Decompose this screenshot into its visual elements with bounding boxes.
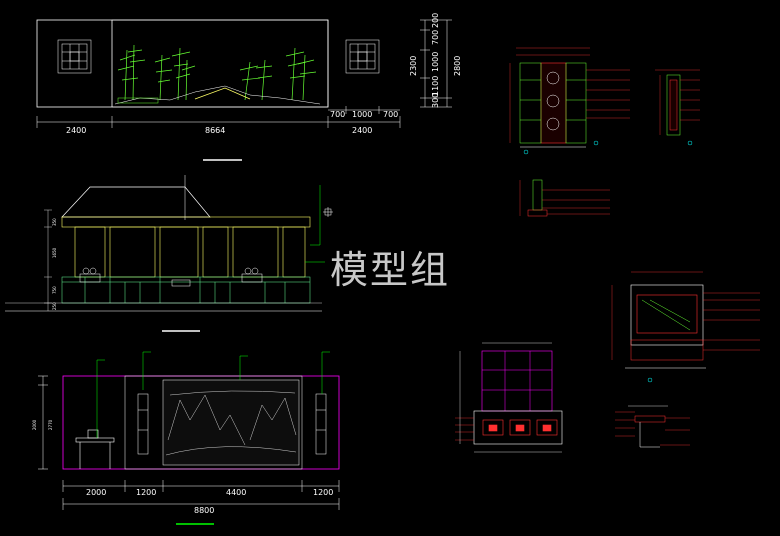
- garden-wall-elevation: 2400 8664 700 1000 700 2400 200 700 1000…: [36, 13, 462, 161]
- side-table: [75, 429, 115, 469]
- dim-1200-b: 1200: [313, 488, 333, 497]
- dim-1000: 1000: [352, 110, 372, 119]
- dim-700-v: 700: [431, 30, 440, 45]
- screen-detail-section: [509, 47, 630, 155]
- pavilion-elevation: 350 1650 750 250: [5, 175, 333, 332]
- dim-700-b: 700: [383, 110, 398, 119]
- dim-2800-v: 2800: [453, 56, 462, 76]
- dim-1200-a: 1200: [136, 488, 156, 497]
- pavilion-railing: [61, 276, 311, 304]
- dim-700-a: 700: [330, 110, 345, 119]
- dim-1000-v: 1000: [431, 52, 440, 72]
- dim-1650: 1650: [52, 247, 57, 258]
- cabinet-side-section: [615, 405, 690, 448]
- dim-200: 200: [431, 13, 440, 28]
- dim-2400-left: 2400: [66, 126, 86, 135]
- right-dimension-chain: [420, 19, 452, 108]
- dim-2000-v: 2000: [32, 419, 37, 430]
- dim-2400-right: 2400: [352, 126, 372, 135]
- dim-300-v: 300: [431, 93, 440, 108]
- window-frame-detail: [611, 271, 760, 383]
- bottom-dimension-chain: [36, 106, 401, 128]
- dim-1100-v: 1100: [431, 76, 440, 96]
- dim-350: 350: [52, 218, 57, 226]
- dim-2770-v: 2770: [48, 419, 53, 430]
- base-detail-section: [519, 179, 610, 217]
- lattice-window-right: [345, 39, 380, 74]
- dim-2300-v: 2300: [409, 56, 418, 76]
- dim-750: 750: [52, 286, 57, 294]
- dim-8800: 8800: [194, 506, 214, 515]
- bamboo-plants: [117, 44, 317, 101]
- dim-250: 250: [52, 302, 57, 310]
- lattice-window-left: [57, 39, 92, 74]
- column-detail-section: [655, 69, 700, 146]
- mountain-painting: [165, 390, 297, 456]
- watermark-text: 模型组: [330, 248, 450, 292]
- cabinet-elevation: [455, 342, 563, 453]
- dim-4400: 4400: [226, 488, 246, 497]
- mural-wall-elevation: 2000 1200 4400 1200 8800 2000 2770: [32, 351, 340, 525]
- dim-2000: 2000: [86, 488, 106, 497]
- dim-8664: 8664: [205, 126, 225, 135]
